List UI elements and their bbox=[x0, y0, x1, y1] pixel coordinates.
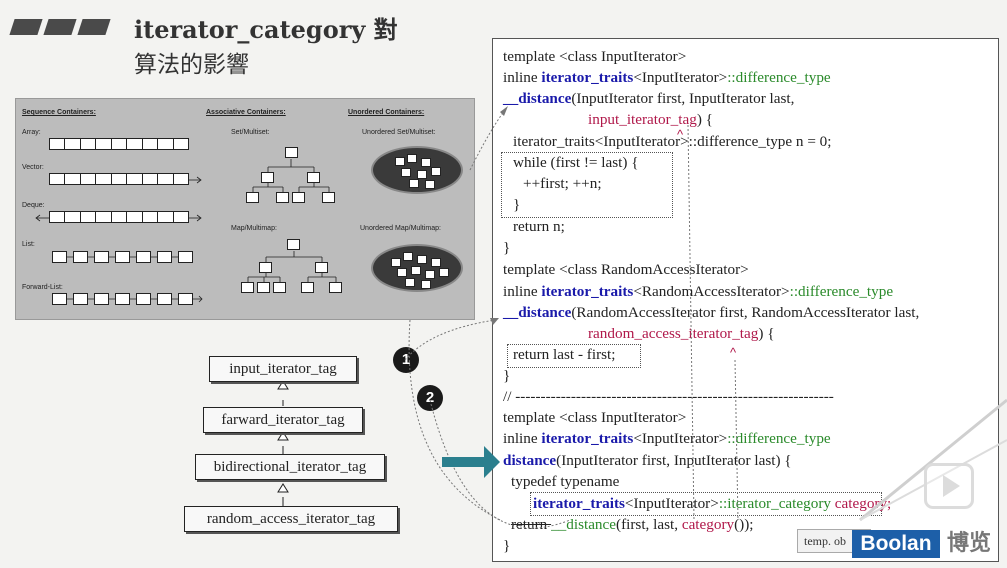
tree-node bbox=[246, 192, 259, 203]
code-line: typedef typename bbox=[511, 473, 620, 490]
code-line: inline iterator_traits<InputIterator>::d… bbox=[503, 69, 831, 86]
set-multiset-label: Set/Multiset: bbox=[231, 129, 270, 136]
unordered-containers-heading: Unordered Containers: bbox=[348, 109, 425, 116]
unordered-set-label: Unordered Set/Multiset: bbox=[362, 129, 436, 136]
tree-node bbox=[301, 282, 314, 293]
slide-title: iterator_category 對 bbox=[134, 15, 398, 44]
tree-node bbox=[276, 192, 289, 203]
code-line: template <class InputIterator> bbox=[503, 409, 687, 426]
vector-label: Vector: bbox=[22, 164, 44, 171]
forward-list-diagram bbox=[52, 293, 193, 305]
brand-logo: Boolan bbox=[852, 530, 940, 558]
loop-highlight-box bbox=[501, 152, 673, 218]
code-line: __distance(InputIterator first, InputIte… bbox=[503, 90, 795, 107]
code-line: input_iterator_tag) { bbox=[588, 111, 713, 128]
list-label: List: bbox=[22, 241, 35, 248]
code-line: distance(InputIterator first, InputItera… bbox=[503, 452, 792, 469]
code-line: return last - first; bbox=[513, 346, 616, 363]
code-line: random_access_iterator_tag) { bbox=[588, 325, 775, 342]
code-line: return n; bbox=[513, 218, 565, 235]
sequence-containers-heading: Sequence Containers: bbox=[22, 109, 96, 116]
tree-node bbox=[307, 172, 320, 183]
tree-node bbox=[273, 282, 286, 293]
play-icon[interactable] bbox=[924, 463, 974, 509]
category-highlight-box bbox=[530, 492, 882, 516]
tree-node bbox=[285, 147, 298, 158]
return-highlight-box bbox=[507, 344, 641, 368]
tree-node bbox=[259, 262, 272, 273]
input-iterator-tag: input_iterator_tag bbox=[209, 356, 357, 382]
code-panel: template <class InputIterator> inline it… bbox=[492, 38, 999, 562]
tree-node bbox=[329, 282, 342, 293]
code-line: inline iterator_traits<InputIterator>::d… bbox=[503, 430, 831, 447]
caret-marker: ^ bbox=[730, 345, 737, 360]
random-access-iterator-tag: random_access_iterator_tag bbox=[184, 506, 398, 532]
associative-containers-heading: Associative Containers: bbox=[206, 109, 286, 116]
unordered-map-diagram bbox=[371, 244, 463, 292]
unordered-set-diagram bbox=[371, 146, 463, 194]
caret-marker: ^ bbox=[677, 127, 684, 142]
forward-iterator-tag: farward_iterator_tag bbox=[203, 407, 363, 433]
tree-node bbox=[315, 262, 328, 273]
code-line: } bbox=[503, 537, 511, 554]
tree-node bbox=[257, 282, 270, 293]
code-line: } bbox=[503, 239, 511, 256]
code-line: } bbox=[513, 196, 521, 213]
code-line: iterator_traits<InputIterator>::differen… bbox=[513, 133, 832, 150]
code-line: // -------------------------------------… bbox=[503, 388, 834, 405]
code-line: return __distance(first, last, category(… bbox=[511, 516, 754, 533]
code-line: template <class InputIterator> bbox=[503, 48, 687, 65]
code-line: inline iterator_traits<RandomAccessItera… bbox=[503, 283, 894, 300]
slide-subtitle: 算法的影響 bbox=[134, 52, 249, 78]
code-line: __distance(RandomAccessIterator first, R… bbox=[503, 304, 920, 321]
brand-chinese: 博览 bbox=[947, 530, 992, 556]
code-line: template <class RandomAccessIterator> bbox=[503, 261, 749, 278]
container-arrows bbox=[35, 159, 337, 303]
deque-diagram bbox=[49, 211, 189, 223]
tree-node bbox=[241, 282, 254, 293]
forward-list-label: Forward-List: bbox=[22, 284, 63, 291]
bidirectional-iterator-tag: bidirectional_iterator_tag bbox=[195, 454, 385, 480]
containers-diagram: Sequence Containers: Associative Contain… bbox=[15, 98, 475, 320]
array-diagram bbox=[49, 138, 189, 150]
vector-diagram bbox=[49, 173, 189, 185]
tree-node bbox=[292, 192, 305, 203]
code-line: ++first; ++n; bbox=[523, 175, 602, 192]
tree-node bbox=[287, 239, 300, 250]
badge-1: 1 bbox=[393, 347, 419, 373]
list-diagram bbox=[52, 251, 193, 263]
map-multimap-label: Map/Multimap: bbox=[231, 225, 277, 232]
array-label: Array: bbox=[22, 129, 41, 136]
tree-node bbox=[261, 172, 274, 183]
unordered-map-label: Unordered Map/Multimap: bbox=[360, 225, 441, 232]
deque-label: Deque: bbox=[22, 202, 45, 209]
code-line: while (first != last) { bbox=[513, 154, 639, 171]
badge-2: 2 bbox=[417, 385, 443, 411]
tree-node bbox=[322, 192, 335, 203]
code-line: } bbox=[503, 367, 511, 384]
tag-hierarchy-connectors bbox=[277, 380, 289, 506]
